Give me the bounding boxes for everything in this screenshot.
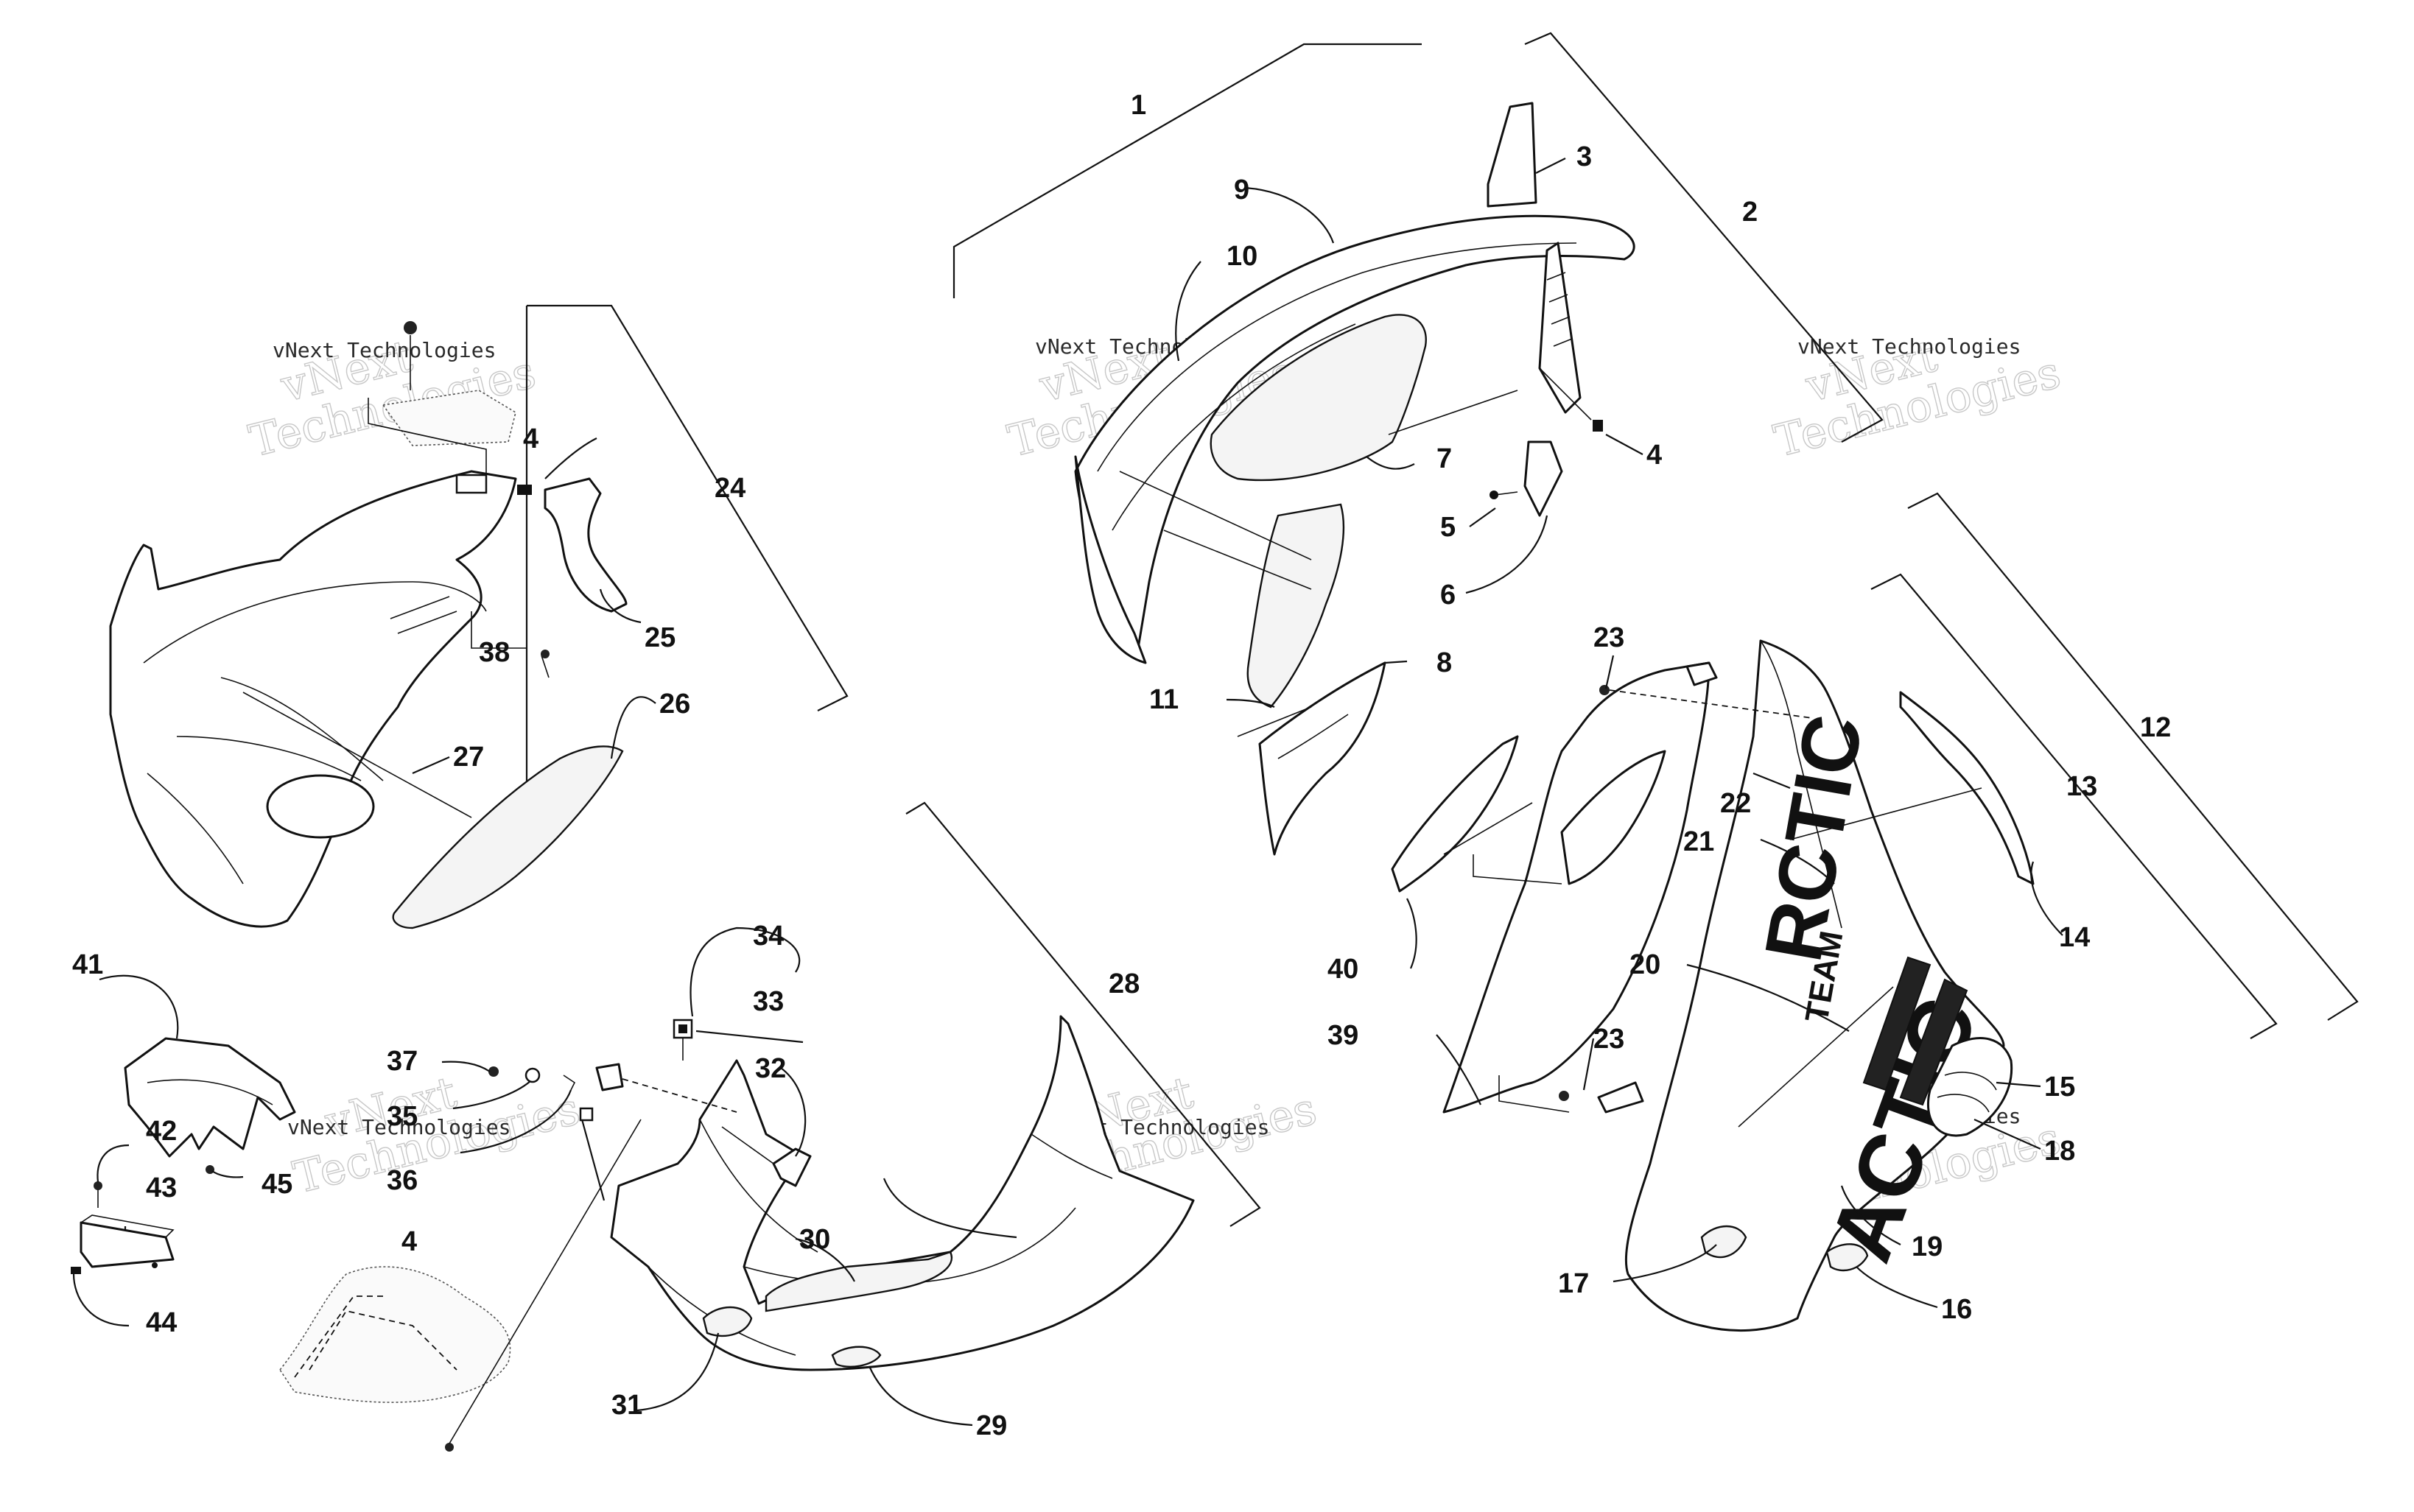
part-8-fin (1258, 661, 1386, 856)
callout-32: 32 (755, 1053, 786, 1084)
callout-5: 5 (1440, 512, 1456, 543)
side-bracket (1538, 242, 1582, 414)
callout-23-upper: 23 (1593, 622, 1624, 653)
part-31-patch (702, 1306, 753, 1337)
callout-42: 42 (146, 1116, 177, 1147)
callout-30: 30 (799, 1224, 830, 1255)
dash-panel-assembly (109, 321, 628, 929)
callout-41: 41 (72, 949, 103, 980)
part-16-patch (1825, 1243, 1869, 1272)
callout-35: 35 (387, 1101, 418, 1132)
callout-4-lower-left: 4 (401, 1226, 417, 1257)
panel-tab (1685, 661, 1718, 686)
callout-16: 16 (1941, 1294, 1972, 1325)
decal-stripe (1899, 978, 1968, 1106)
callout-29: 29 (976, 1410, 1007, 1441)
part-34-grommet (595, 1063, 624, 1091)
assembly-brackets (525, 32, 2359, 1227)
electrical-parts (71, 1037, 642, 1452)
part-29-patch (831, 1346, 882, 1368)
part-24-dash-body (109, 470, 517, 928)
callout-18: 18 (2044, 1136, 2075, 1167)
callout-23-lower: 23 (1593, 1024, 1624, 1055)
callout-38: 38 (479, 637, 510, 668)
part-3-windshield-fin (1487, 102, 1537, 208)
callout-17: 17 (1558, 1268, 1589, 1299)
part-14-decal (1899, 691, 2035, 885)
part-25-trim (544, 477, 628, 613)
callout-12: 12 (2140, 712, 2171, 743)
callout-40: 40 (1327, 954, 1358, 985)
callout-27: 27 (453, 742, 484, 773)
callout-20: 20 (1629, 949, 1660, 980)
callout-34: 34 (753, 921, 784, 952)
part-15-headlight (1926, 1037, 2013, 1137)
callout-36: 36 (387, 1165, 418, 1196)
callout-9: 9 (1234, 175, 1249, 205)
callout-2: 2 (1742, 197, 1758, 228)
part-41-cover (124, 1037, 296, 1158)
belly-pan-assembly (488, 1015, 1195, 1371)
callout-labels: 1 2 3 4 5 6 7 8 9 10 11 12 13 14 15 16 1… (72, 90, 2171, 1441)
callout-21: 21 (1683, 826, 1714, 857)
callout-44: 44 (146, 1307, 177, 1338)
callout-3: 3 (1576, 141, 1592, 172)
callout-43: 43 (146, 1172, 177, 1203)
callout-28: 28 (1109, 968, 1140, 999)
side-panel-assembly: RCTIC TEAM ACTIC (1391, 639, 2035, 1332)
part-43-module (80, 1221, 175, 1268)
callout-7: 7 (1436, 443, 1452, 474)
callout-39: 39 (1327, 1020, 1358, 1051)
callout-14: 14 (2059, 922, 2090, 953)
part-13-nose-panel (1624, 639, 2005, 1332)
callout-10: 10 (1227, 241, 1257, 272)
ghost-bracket (382, 390, 516, 446)
callout-26: 26 (659, 689, 690, 720)
callout-11: 11 (1149, 684, 1179, 715)
part-28-belly-pan (610, 1015, 1195, 1371)
callout-4: 4 (1646, 440, 1662, 471)
part-11-side-pad (1246, 503, 1345, 708)
watermark-small: vNext Technologies (287, 1115, 510, 1139)
callout-22: 22 (1720, 788, 1751, 819)
callout-19: 19 (1912, 1231, 1943, 1262)
callout-31: 31 (611, 1390, 642, 1421)
decal-stripe (1862, 956, 1931, 1091)
callout-8: 8 (1436, 647, 1452, 678)
callout-45: 45 (262, 1169, 292, 1200)
callout-6: 6 (1440, 580, 1456, 611)
callout-4-dash: 4 (523, 423, 538, 454)
callout-1: 1 (1131, 90, 1146, 121)
windshield-assembly (1074, 102, 1635, 856)
part-40-mesh-vent (1391, 735, 1519, 893)
watermark-small: vNext Technologies (1797, 334, 2021, 359)
callout-37: 37 (387, 1046, 418, 1077)
watermark-small: vNext Technologies (273, 338, 496, 362)
part-32-knob (772, 1147, 812, 1187)
part-39-side-panel (1442, 661, 1710, 1114)
part-6-clip (1523, 440, 1563, 517)
callout-24: 24 (715, 473, 745, 504)
ghost-frame (279, 1266, 511, 1403)
panel-bracket (1597, 1081, 1644, 1114)
part-10-liner (1074, 455, 1147, 664)
part-30-mat (765, 1251, 952, 1312)
callout-leaders (72, 158, 2063, 1427)
callout-15: 15 (2044, 1072, 2075, 1103)
part-17-patch (1700, 1225, 1747, 1259)
part-26-pad (392, 745, 624, 929)
callout-33: 33 (753, 986, 784, 1017)
gauge-opening (266, 774, 375, 839)
callout-25: 25 (645, 622, 676, 653)
panel-vent-cutout (1560, 750, 1666, 885)
part-7-windscreen-pad (1210, 314, 1427, 482)
callout-13: 13 (2066, 771, 2097, 802)
